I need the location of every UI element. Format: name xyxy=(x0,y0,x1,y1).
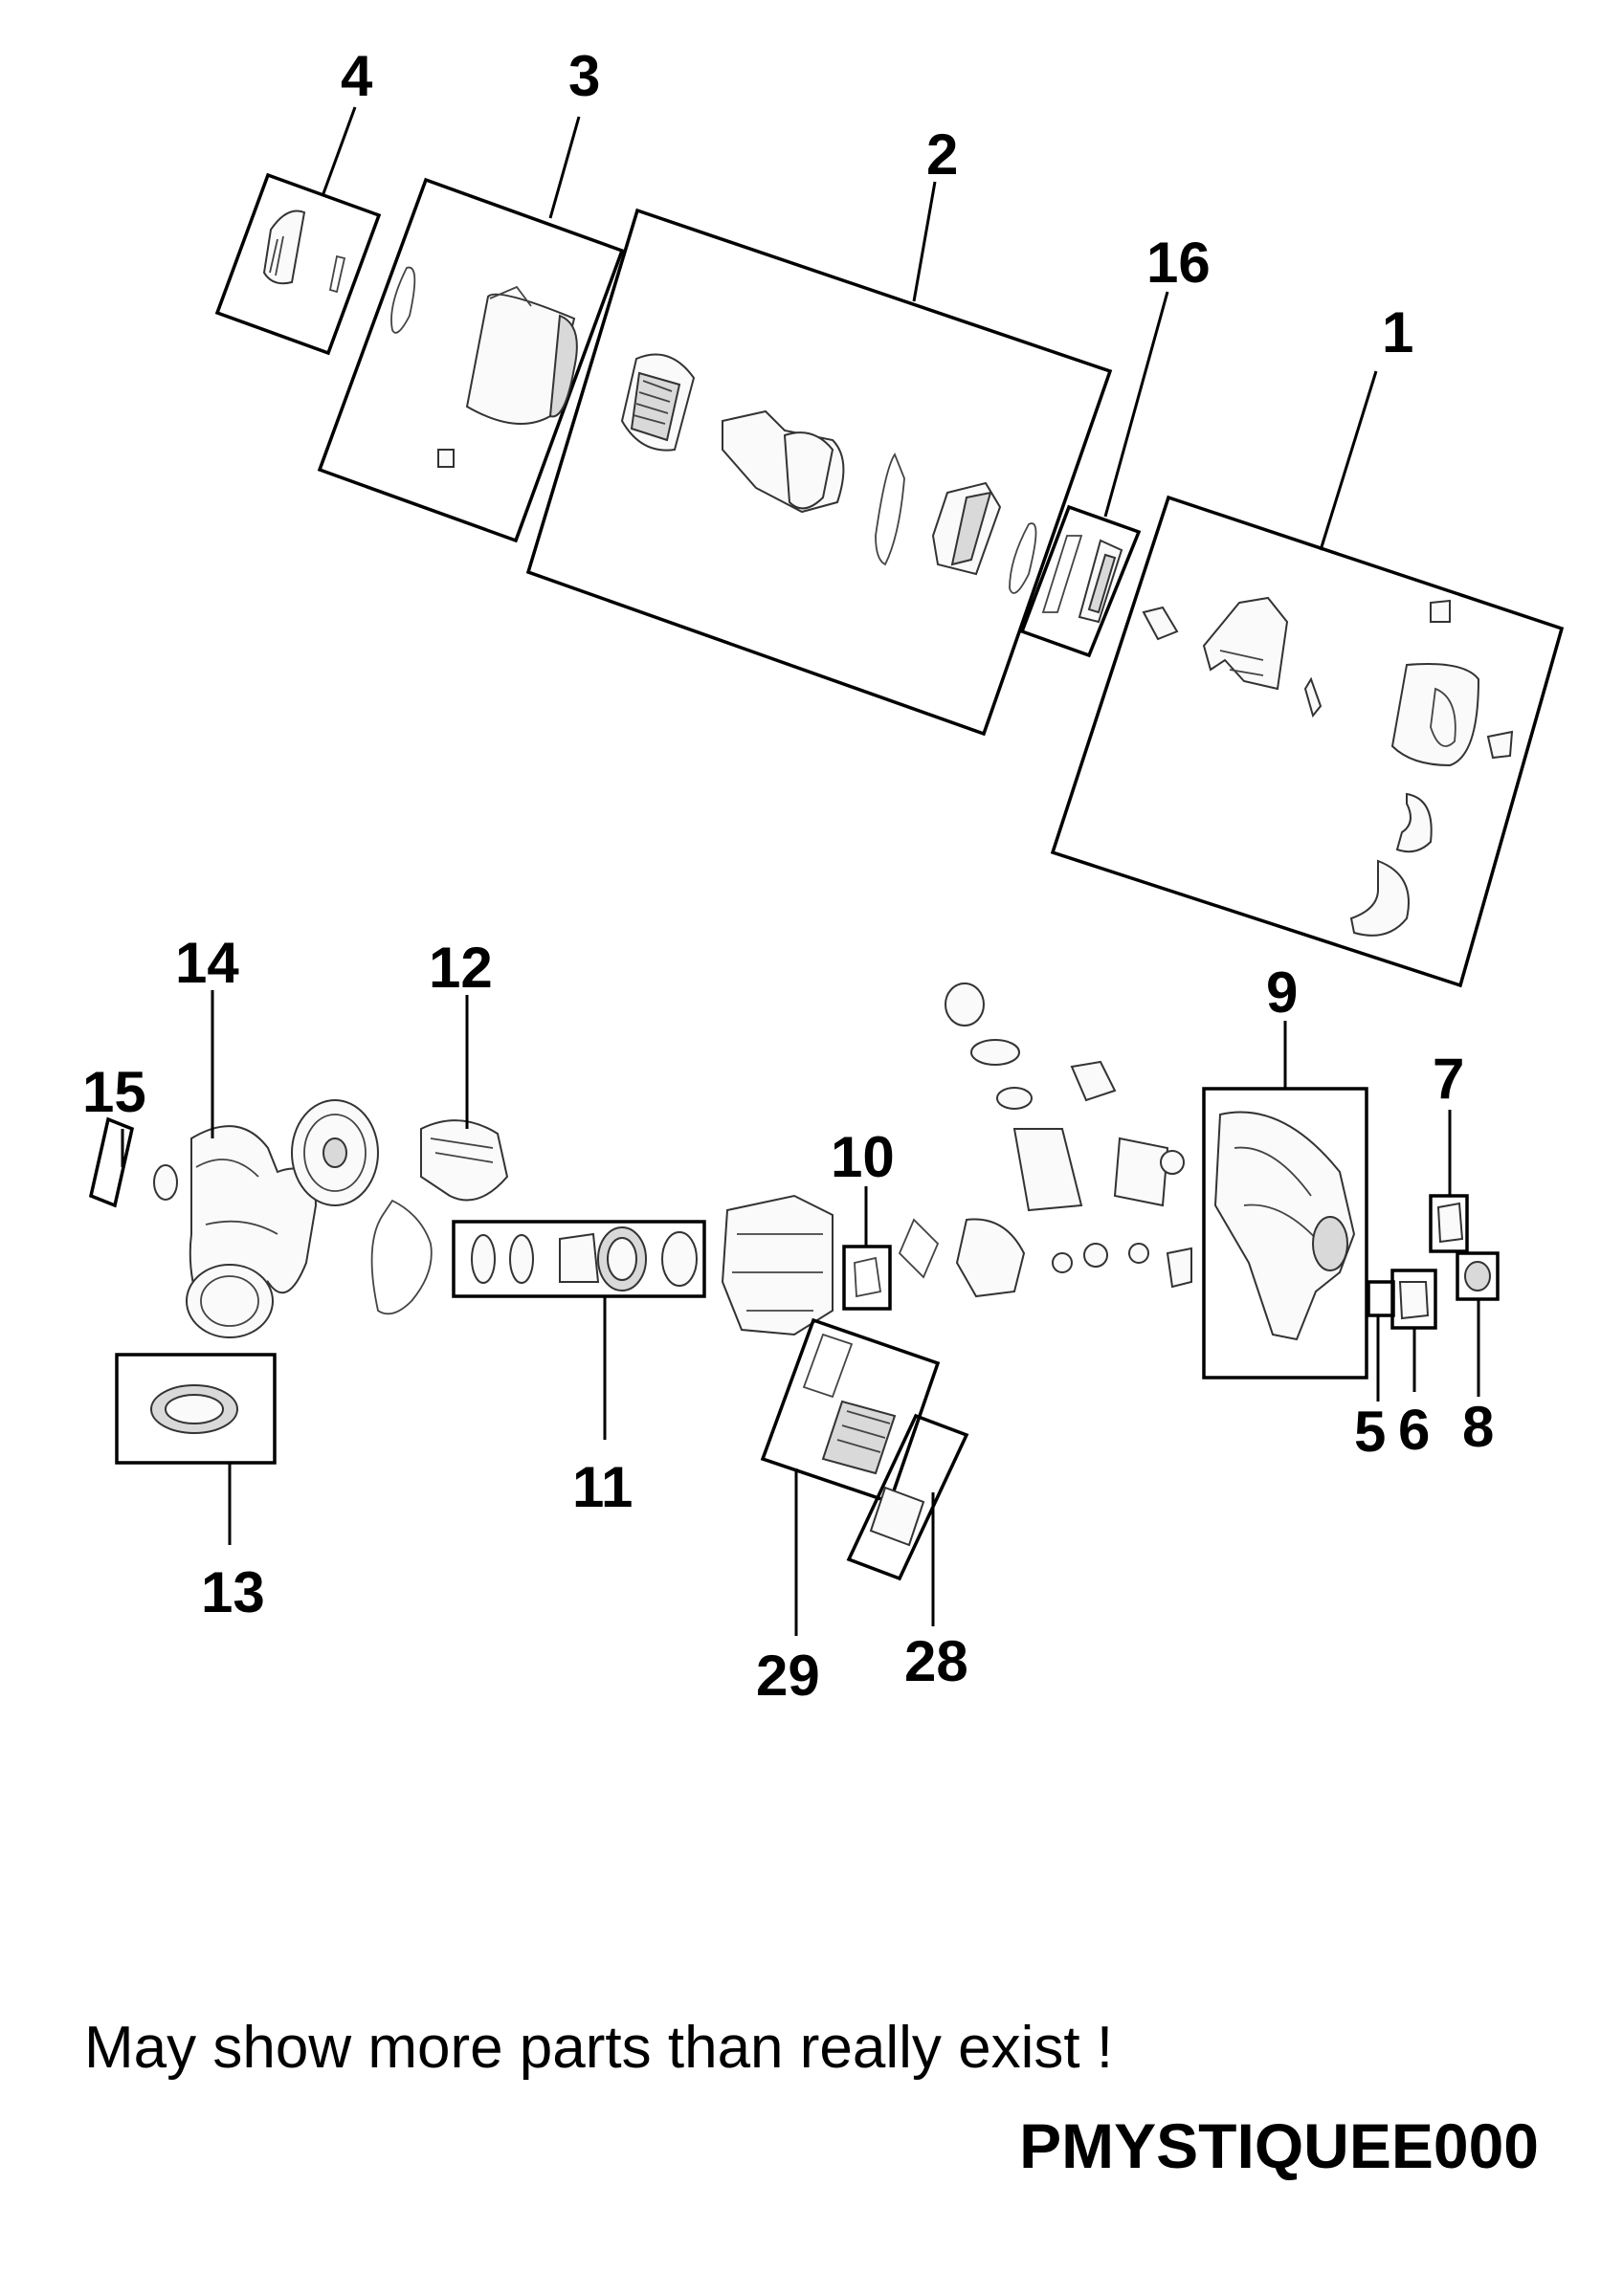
dust-container-part xyxy=(390,266,578,468)
callout-3: 3 xyxy=(568,44,600,108)
callout-1: 1 xyxy=(1382,300,1413,364)
model-code: PMYSTIQUEE000 xyxy=(1019,2110,1539,2181)
callout-15: 15 xyxy=(82,1060,146,1124)
part-box-13 xyxy=(115,1353,277,1465)
hepa-filter-part xyxy=(802,1333,925,1547)
filter-disc-13-part xyxy=(150,1384,238,1434)
part-box-15 xyxy=(88,1116,135,1208)
hose-connector-parts xyxy=(945,982,1192,1298)
seal-filter-part xyxy=(1041,535,1123,624)
part-box-2 xyxy=(525,208,1113,737)
callout-9: 9 xyxy=(1266,960,1298,1025)
cyclone-assembly-part xyxy=(620,353,1037,594)
callout-12: 12 xyxy=(429,936,493,1000)
callout-28: 28 xyxy=(904,1629,968,1693)
motor-housing-12-part xyxy=(370,1119,509,1315)
filter-cover-part xyxy=(262,210,346,294)
handle-cover-part xyxy=(1142,596,1514,937)
callout-7: 7 xyxy=(1433,1047,1464,1111)
callout-4: 4 xyxy=(341,44,373,108)
disclaimer-note: May show more parts than really exist ! xyxy=(84,2015,1114,2081)
callout-8: 8 xyxy=(1462,1395,1494,1459)
part-box-3 xyxy=(317,177,625,543)
wheel-part xyxy=(291,1099,379,1206)
callout-6: 6 xyxy=(1398,1398,1430,1462)
main-body-14-part xyxy=(153,1125,318,1338)
front-cover-9-part xyxy=(1213,1111,1356,1341)
leader-4 xyxy=(321,106,357,197)
part-box-10 xyxy=(842,1245,892,1311)
leader-2 xyxy=(912,181,937,302)
callout-29: 29 xyxy=(756,1644,820,1708)
callout-14: 14 xyxy=(175,931,239,995)
motor-11-part xyxy=(471,1226,698,1292)
part-box-1 xyxy=(1050,495,1565,988)
part-box-4 xyxy=(214,172,382,356)
leader-3 xyxy=(548,116,581,219)
leader-1 xyxy=(1319,370,1378,551)
leader-16 xyxy=(1103,291,1169,518)
chassis-part xyxy=(721,1194,940,1336)
callout-10: 10 xyxy=(831,1125,895,1189)
callout-13: 13 xyxy=(201,1560,265,1624)
callout-5: 5 xyxy=(1354,1400,1386,1464)
part-box-28 xyxy=(846,1413,969,1581)
part-box-16 xyxy=(1019,504,1142,658)
part-box-5 xyxy=(1367,1280,1395,1317)
callout-2: 2 xyxy=(926,122,958,187)
part-box-11 xyxy=(452,1220,706,1298)
callout-11: 11 xyxy=(572,1455,633,1519)
callout-16: 16 xyxy=(1146,231,1211,295)
